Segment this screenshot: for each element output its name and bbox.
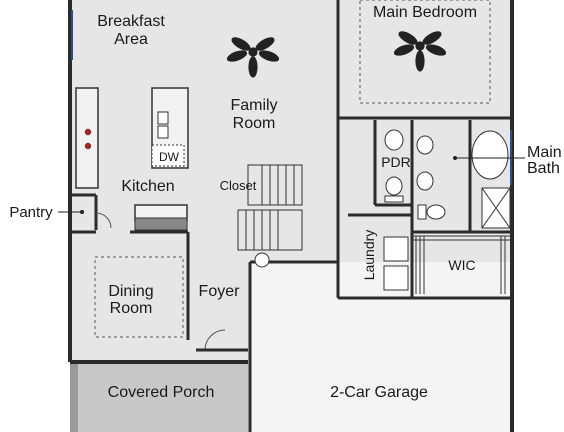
foyer-door: [204, 329, 226, 351]
stairs: [237, 164, 303, 251]
covered-porch-label: Covered Porch: [108, 384, 215, 401]
tray-ceiling: [359, 0, 491, 104]
family-label-2: Room: [233, 115, 276, 132]
pantry-leader-dot: [80, 210, 84, 214]
bath-leader-dot: [453, 156, 457, 160]
family-label-1: Family: [230, 97, 277, 114]
porch-hatch: [70, 362, 78, 432]
main-bath-label-1: Main: [527, 144, 562, 161]
bath-walls: [336, 120, 512, 300]
breakfast-label-2: Area: [114, 31, 148, 48]
garage-label: 2-Car Garage: [330, 384, 428, 401]
ceiling-fan-bedroom: [393, 31, 447, 72]
stove-burners: [84, 128, 92, 150]
dining-label-2: Room: [110, 300, 153, 317]
dw-label: DW: [159, 150, 180, 164]
lower-counter-dark: [134, 217, 188, 231]
closet-label: Closet: [220, 178, 257, 193]
pantry-door: [95, 212, 112, 229]
outer-walls: [68, 0, 514, 432]
dining-walls: [70, 230, 190, 340]
kitchen-label: Kitchen: [121, 178, 174, 195]
ceiling-fan-family: [226, 37, 280, 78]
shower-x: [481, 187, 511, 229]
breakfast-label-1: Breakfast: [97, 13, 165, 30]
main-bedroom-label: Main Bedroom: [373, 4, 477, 21]
water-heater: [254, 252, 270, 268]
pdr-label: PDR: [381, 154, 411, 170]
dw-box: [151, 144, 185, 167]
pantry-label: Pantry: [9, 204, 53, 221]
wic-shelving: [412, 235, 510, 294]
covered-porch-area: [70, 362, 248, 432]
foyer-label: Foyer: [199, 283, 241, 300]
dining-label-1: Dining: [108, 283, 153, 300]
main-bath-label-2: Bath: [527, 160, 560, 177]
dining-tray: [94, 256, 184, 338]
garage-floor: [250, 262, 512, 432]
laundry-label: Laundry: [361, 230, 377, 281]
sink: [157, 111, 169, 139]
wic-label: WIC: [448, 257, 475, 273]
laundry-appliances: [383, 236, 409, 291]
bedroom-walls: [336, 0, 512, 120]
